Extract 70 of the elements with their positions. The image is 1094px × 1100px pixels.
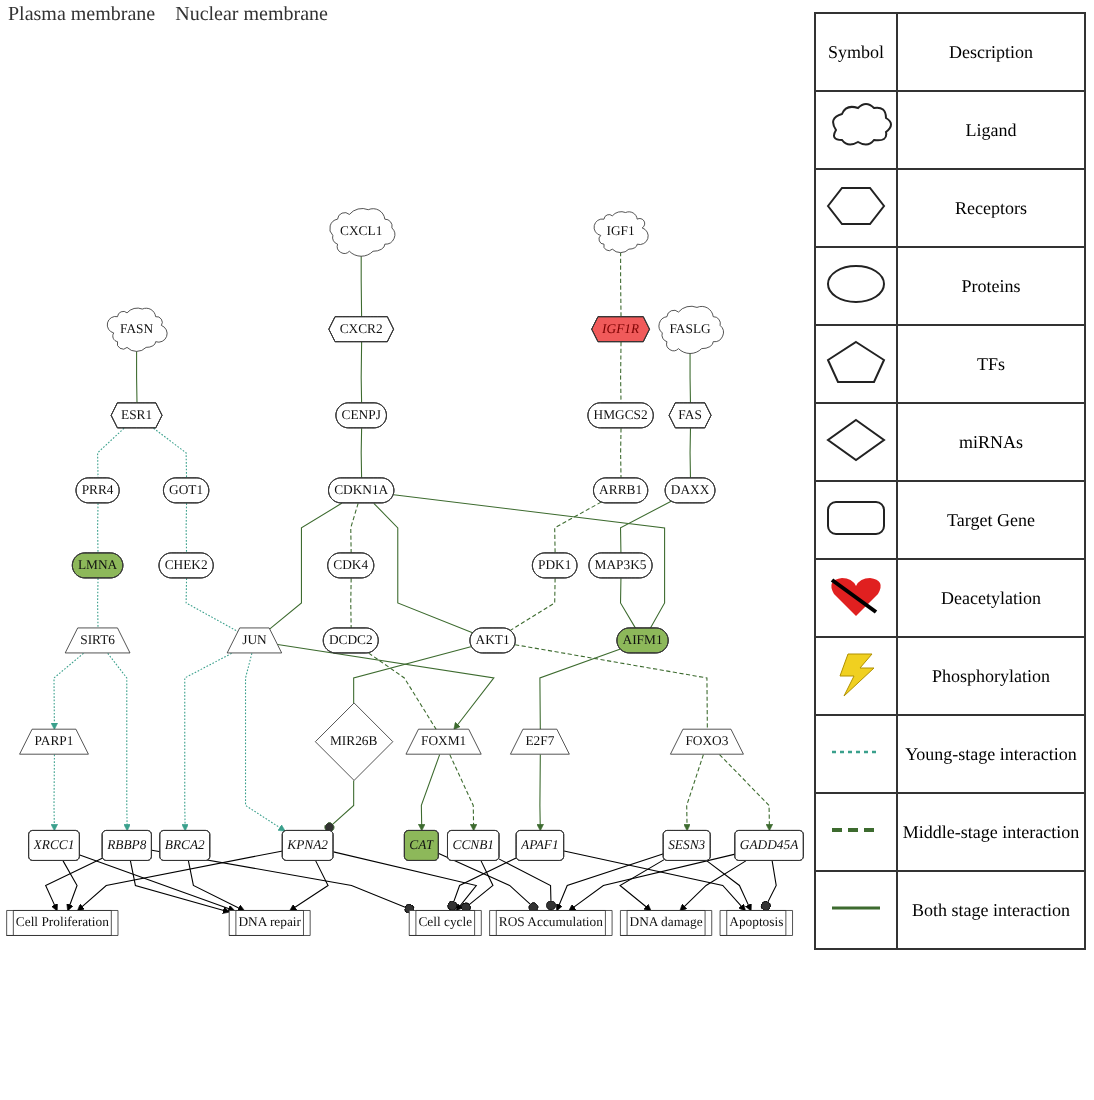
membrane-label: Nuclear membrane (175, 4, 328, 26)
arrow (619, 858, 666, 912)
connector (269, 502, 343, 630)
connector (353, 646, 473, 704)
connector (760, 860, 777, 912)
connector (350, 502, 359, 554)
connector (689, 352, 691, 404)
arrow (719, 754, 774, 832)
connector (360, 341, 363, 404)
arrow (187, 860, 245, 912)
legend-label: Middle-stage interaction (897, 793, 1085, 871)
connector (185, 502, 188, 554)
connector (498, 858, 557, 912)
arrow (683, 754, 704, 832)
connector (619, 500, 672, 554)
legend-label: Receptors (897, 169, 1085, 247)
connector (360, 255, 363, 318)
arrow (289, 860, 329, 912)
legend-label: Deacetylation (897, 559, 1085, 637)
connector (97, 502, 99, 554)
legend-label: Phosphorylation (897, 637, 1085, 715)
connector (447, 857, 518, 912)
arrow (79, 854, 236, 913)
connector (438, 853, 539, 913)
connector (368, 652, 437, 731)
connector (153, 427, 188, 479)
legend-label: Both stage interaction (897, 871, 1085, 949)
connector (97, 577, 99, 629)
connector (136, 350, 138, 404)
connector (393, 494, 666, 629)
connector (97, 427, 125, 479)
arrow (679, 860, 747, 912)
arrow (332, 851, 478, 912)
arrow (181, 652, 233, 832)
header-cell: Description (897, 13, 1085, 91)
connector (509, 577, 556, 632)
legend-label: miRNAs (897, 403, 1085, 481)
connector (460, 860, 494, 913)
legend-label: Ligand (897, 91, 1085, 169)
legend-label: Proteins (897, 247, 1085, 325)
arrow (706, 860, 752, 912)
connector (620, 341, 622, 404)
connector (373, 502, 474, 634)
arrow (62, 860, 78, 912)
connector (514, 644, 708, 731)
connector (619, 577, 637, 629)
arrow (418, 754, 441, 832)
connector (360, 427, 363, 479)
legend-label: TFs (897, 325, 1085, 403)
connector (554, 501, 602, 554)
membrane-label: Plasma membrane (8, 4, 156, 26)
connector (689, 427, 691, 479)
arrow (107, 652, 131, 832)
header-cell: Symbol (815, 13, 897, 91)
arrow (277, 643, 495, 730)
legend-label: Young-stage interaction (897, 715, 1085, 793)
arrow (44, 857, 104, 912)
arrow (536, 754, 544, 832)
arrow (77, 850, 284, 912)
legend-label: Target Gene (897, 481, 1085, 559)
connector (185, 577, 239, 633)
connector (324, 779, 355, 833)
connector (350, 577, 352, 629)
connector (620, 427, 622, 479)
arrow (245, 652, 286, 832)
arrow (449, 754, 478, 832)
arrow (50, 652, 85, 730)
arrow (555, 853, 665, 912)
arrow (50, 754, 58, 832)
arrow (129, 860, 230, 914)
